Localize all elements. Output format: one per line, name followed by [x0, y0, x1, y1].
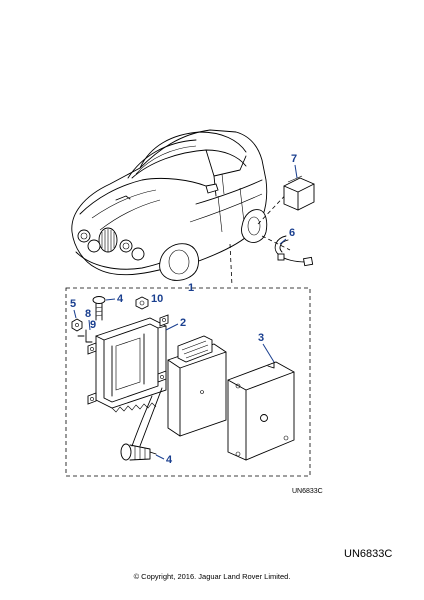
leader-car-to-1	[229, 243, 233, 287]
copyright-text: © Copyright, 2016. Jaguar Land Rover Lim…	[134, 572, 291, 581]
part-7-module-box	[283, 175, 315, 211]
callout-7: 7	[291, 153, 297, 165]
part-10-nut	[135, 296, 149, 310]
callout-6: 6	[289, 227, 295, 239]
callout-10: 10	[151, 293, 163, 305]
part-8-clip	[77, 329, 93, 343]
callout-2: 2	[180, 317, 186, 329]
assembly-boundary	[65, 287, 311, 477]
callout-4-lower: 4	[166, 454, 173, 466]
diagram-ref-large: UN6833C	[344, 548, 392, 560]
callout-4-upper: 4	[117, 293, 124, 305]
callout-9: 9	[90, 319, 96, 331]
part-3-cover	[227, 361, 295, 461]
control-module	[167, 335, 227, 437]
part-4-bolt-lower	[120, 443, 157, 461]
part-2-bracket	[87, 314, 169, 413]
car-illustration	[71, 129, 268, 281]
part-6-wiring-harness	[274, 235, 314, 267]
callout-3: 3	[258, 332, 264, 344]
callout-5: 5	[70, 298, 76, 310]
bolt-pointer	[139, 387, 163, 447]
callout-8: 8	[85, 308, 91, 320]
part-4-bolt-upper	[92, 296, 106, 321]
callout-1: 1	[188, 282, 194, 294]
diagram-ref-small: UN6833C	[292, 488, 323, 495]
part-5-nut	[71, 318, 83, 332]
